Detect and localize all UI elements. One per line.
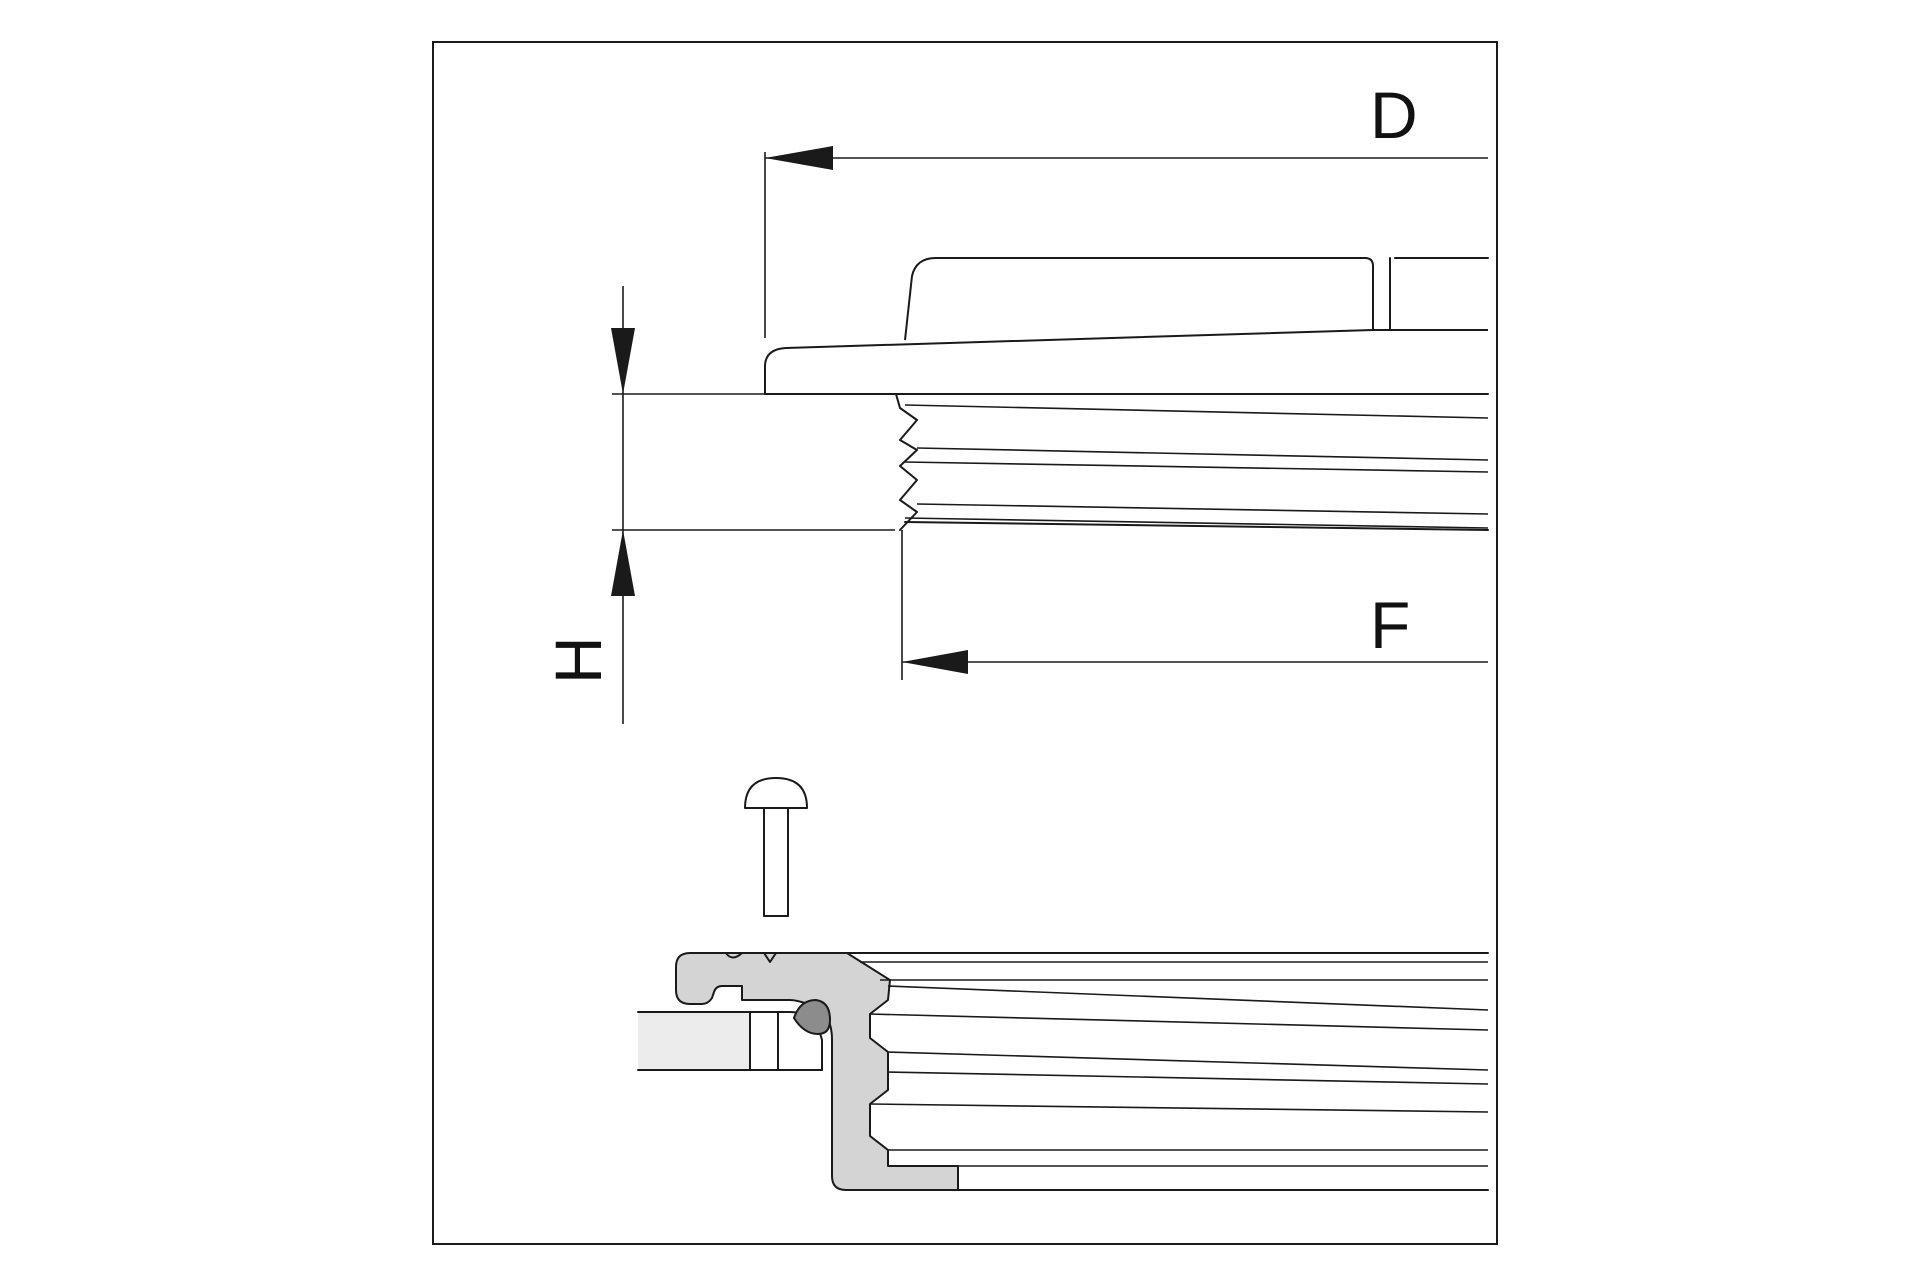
cap-drawing: D F H: [541, 78, 1489, 724]
diagram-border: [432, 41, 1498, 1245]
seal-ring: [792, 998, 832, 1036]
mounting-panel: [638, 1012, 750, 1070]
h-arrowhead-top: [611, 328, 635, 394]
thread-line-4: [916, 503, 1489, 515]
installed-thread-1: [887, 985, 1489, 1011]
installed-thread-2: [869, 1013, 1489, 1031]
label-f: F: [1370, 588, 1410, 662]
installed-thread-5: [869, 1103, 1489, 1113]
label-d: D: [1370, 78, 1418, 152]
cap-flange: [764, 329, 1374, 394]
thread-line-2: [916, 447, 1489, 461]
d-arrowhead: [765, 146, 833, 170]
cap-top-face: [904, 257, 1488, 341]
installed-thread-4: [887, 1071, 1489, 1085]
thread-line-1: [904, 404, 1489, 419]
label-h: H: [541, 636, 615, 684]
rivet-icon: [744, 777, 808, 917]
frame-notch-right: [763, 952, 777, 963]
installed-thread-3: [887, 1051, 1489, 1071]
h-arrowhead-bottom: [611, 530, 635, 596]
installed-section-drawing: [637, 777, 1489, 1191]
thread-line-6: [904, 521, 1489, 531]
f-arrowhead: [902, 650, 968, 674]
thread-line-5: [904, 517, 1489, 529]
frame-notch-left: [725, 952, 743, 959]
thread-line-3: [904, 461, 1489, 473]
thread-profile: [895, 393, 918, 531]
